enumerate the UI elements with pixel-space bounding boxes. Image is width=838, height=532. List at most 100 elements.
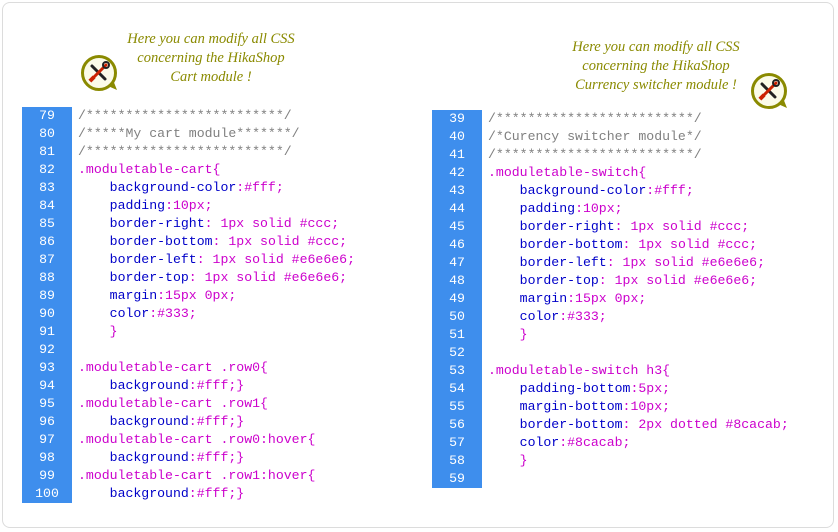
code-lines: 39 /*************************/ 40 /*Curency… bbox=[432, 110, 838, 488]
css-value: :#333; bbox=[559, 309, 607, 324]
line-number: 55 bbox=[449, 399, 465, 414]
code-text: .moduletable-cart .row1:hover{ bbox=[78, 468, 316, 483]
css-value: :10px; bbox=[622, 399, 671, 414]
line-number: 39 bbox=[449, 111, 465, 126]
code-text: } bbox=[488, 453, 528, 468]
line-number: 81 bbox=[39, 144, 55, 159]
code-line: 58 } bbox=[432, 452, 838, 470]
code-line: 41/*************************/ bbox=[432, 146, 838, 164]
code-text: border-left: 1px solid #e6e6e6; bbox=[78, 251, 355, 269]
code-line: 86 border-bottom: 1px solid #ccc; bbox=[22, 233, 422, 251]
line-number: 87 bbox=[39, 252, 55, 267]
code-line: 97.moduletable-cart .row0:hover{ bbox=[22, 431, 422, 449]
code-text: margin:15px 0px; bbox=[488, 290, 647, 308]
code-lines: 79/*************************/80/*****My … bbox=[22, 107, 422, 503]
css-value: : 1px solid #e6e6e6; bbox=[188, 270, 348, 285]
code-line: 94 background:#fff;} bbox=[22, 377, 422, 395]
code-text: /*************************/ bbox=[488, 147, 702, 162]
code-text: border-top: 1px solid #e6e6e6; bbox=[78, 269, 347, 287]
line-number: 54 bbox=[449, 381, 465, 396]
css-property: border-bottom bbox=[78, 234, 213, 249]
code-text: /*****My cart module*******/ bbox=[78, 126, 300, 141]
line-number: 96 bbox=[39, 414, 55, 429]
code-text: background-color:#fff; bbox=[78, 179, 284, 197]
code-text: padding:10px; bbox=[78, 197, 213, 215]
css-property: margin bbox=[78, 288, 158, 303]
line-number: 43 bbox=[449, 183, 465, 198]
code-text: /*************************/ bbox=[488, 111, 702, 126]
line-number: 98 bbox=[39, 450, 55, 465]
css-value: :#fff;} bbox=[188, 414, 245, 429]
css-value: :#fff;} bbox=[188, 486, 245, 501]
code-line: 90 color:#333; bbox=[22, 305, 422, 323]
css-property: background bbox=[78, 486, 189, 501]
code-text: background-color:#fff; bbox=[488, 182, 694, 200]
code-text: /*Curency switcher module*/ bbox=[488, 129, 702, 144]
line-number: 82 bbox=[39, 162, 55, 177]
line-number: 58 bbox=[449, 453, 465, 468]
line-number: 50 bbox=[449, 309, 465, 324]
css-value: : 1px solid #ccc; bbox=[614, 219, 750, 234]
css-value: : 1px solid #ccc; bbox=[212, 234, 348, 249]
line-number: 48 bbox=[449, 273, 465, 288]
line-number: 79 bbox=[39, 108, 55, 123]
code-text: border-right: 1px solid #ccc; bbox=[78, 215, 340, 233]
line-number: 91 bbox=[39, 324, 55, 339]
code-text: .moduletable-switch h3{ bbox=[488, 363, 671, 378]
code-text: /*************************/ bbox=[78, 108, 292, 123]
code-text: .moduletable-cart .row0{ bbox=[78, 360, 268, 375]
css-property: border-left bbox=[488, 255, 607, 270]
css-value: :15px 0px; bbox=[157, 288, 237, 303]
css-value: : 1px solid #ccc; bbox=[622, 237, 758, 252]
css-property: color bbox=[488, 435, 560, 450]
code-line: 46 border-bottom: 1px solid #ccc; bbox=[432, 236, 838, 254]
line-number: 46 bbox=[449, 237, 465, 252]
line-number: 99 bbox=[39, 468, 55, 483]
css-property: margin bbox=[488, 291, 568, 306]
line-number: 51 bbox=[449, 327, 465, 342]
code-text: color:#8cacab; bbox=[488, 434, 631, 452]
code-line: 82 .moduletable-cart{ bbox=[22, 161, 422, 179]
code-line: 100 background:#fff;} bbox=[22, 485, 422, 503]
line-number-gutter bbox=[22, 107, 72, 503]
css-property: color bbox=[78, 306, 150, 321]
css-value: :#fff;} bbox=[188, 378, 245, 393]
code-line: 53 .moduletable-switch h3{ bbox=[432, 362, 838, 380]
line-number: 88 bbox=[39, 270, 55, 285]
line-number: 97 bbox=[39, 432, 55, 447]
code-line: 87 border-left: 1px solid #e6e6e6; bbox=[22, 251, 422, 269]
css-value: : 2px dotted #8cacab; bbox=[622, 417, 789, 432]
code-text: margin-bottom:10px; bbox=[488, 398, 670, 416]
code-line: 88 border-top: 1px solid #e6e6e6; bbox=[22, 269, 422, 287]
code-text: border-left: 1px solid #e6e6e6; bbox=[488, 254, 765, 272]
css-value: :10px; bbox=[575, 201, 623, 216]
code-text: background:#fff;} bbox=[78, 485, 245, 503]
code-line: 47 border-left: 1px solid #e6e6e6; bbox=[432, 254, 838, 272]
code-line: 85 border-right: 1px solid #ccc; bbox=[22, 215, 422, 233]
tools-icon bbox=[81, 55, 117, 91]
code-line: 99 .moduletable-cart .row1:hover{ bbox=[22, 467, 422, 485]
code-line: 96 background:#fff;} bbox=[22, 413, 422, 431]
code-text: .moduletable-cart{ bbox=[78, 162, 221, 177]
line-number: 92 bbox=[39, 342, 55, 357]
line-number: 40 bbox=[449, 129, 465, 144]
css-property: color bbox=[488, 309, 560, 324]
code-line: 44 padding:10px; bbox=[432, 200, 838, 218]
code-text: color:#333; bbox=[488, 308, 607, 326]
css-property: border-right bbox=[488, 219, 615, 234]
css-property: margin-bottom bbox=[488, 399, 623, 414]
code-text: border-bottom: 1px solid #ccc; bbox=[78, 233, 347, 251]
line-number: 83 bbox=[39, 180, 55, 195]
code-panel-switch: 39 /*************************/ 40 /*Curency… bbox=[432, 110, 838, 488]
code-line: 92 bbox=[22, 341, 422, 359]
code-text: border-top: 1px solid #e6e6e6; bbox=[488, 272, 757, 290]
code-line: 95.moduletable-cart .row1{ bbox=[22, 395, 422, 413]
css-value: : 1px solid #e6e6e6; bbox=[196, 252, 355, 267]
line-number: 53 bbox=[449, 363, 465, 378]
line-number: 52 bbox=[449, 345, 465, 360]
line-number: 86 bbox=[39, 234, 55, 249]
css-value: :15px 0px; bbox=[567, 291, 647, 306]
code-text: } bbox=[78, 324, 118, 339]
code-line: 43 background-color:#fff; bbox=[432, 182, 838, 200]
css-property: background-color bbox=[78, 180, 237, 195]
